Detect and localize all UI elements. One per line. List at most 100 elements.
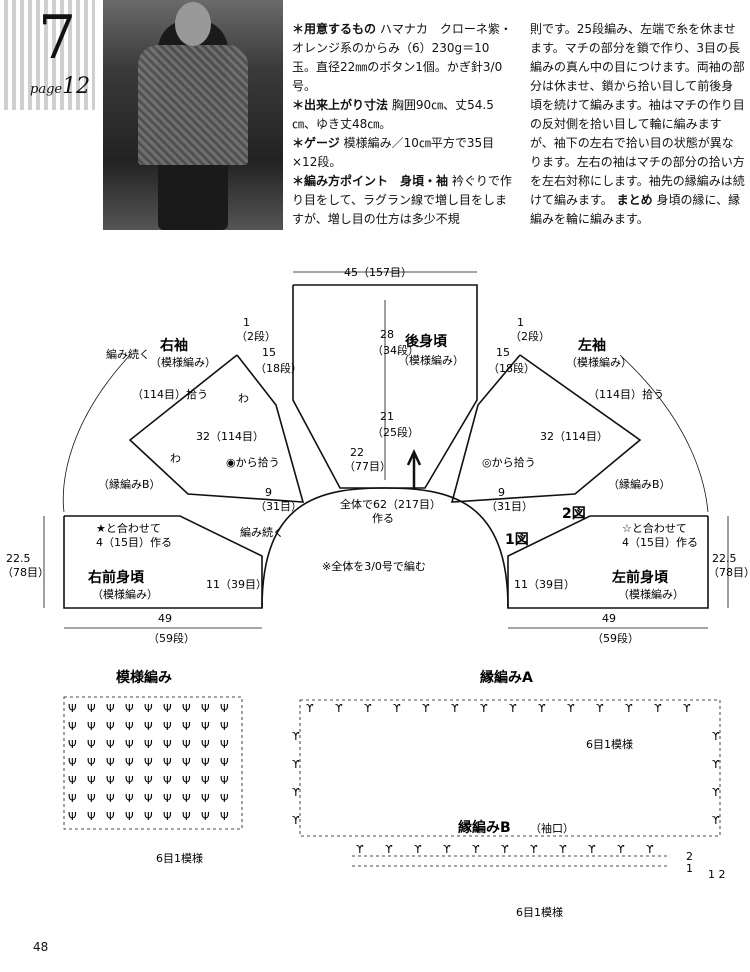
neckline-arc xyxy=(261,487,509,609)
edge-a-stitch: ϒ xyxy=(364,702,372,715)
pattern-stitch: Ψ xyxy=(106,774,115,787)
page-label: page xyxy=(30,82,63,97)
direction-arrow xyxy=(406,449,422,488)
pattern-stitch: Ψ xyxy=(125,774,134,787)
edge-a-stitch: ϒ xyxy=(292,786,300,799)
left-sleeve-sub: （模様編み） xyxy=(566,355,632,369)
edge-a-stitch: ϒ xyxy=(335,702,343,715)
pattern-stitch: Ψ xyxy=(87,810,96,823)
page-number: 48 xyxy=(33,940,49,954)
rs-top: 1 xyxy=(243,316,250,329)
hook-note: ※全体を3/0号で編む xyxy=(322,559,426,573)
edge-a-stitch: ϒ xyxy=(654,702,662,715)
instructions-col1: ＊用意するもの ハマナカ クローネ紫・オレンジ系のからみ（6）230g＝10玉。… xyxy=(292,20,512,229)
edge-b-stitch: ϒ xyxy=(472,843,480,856)
edge-b-chart xyxy=(352,855,668,867)
edge-a-stitch: ϒ xyxy=(509,702,517,715)
edge-a-stitch: ϒ xyxy=(567,702,575,715)
pattern-stitch: Ψ xyxy=(182,756,191,769)
pattern-stitch: Ψ xyxy=(68,738,77,751)
front-h-l: 22.5 xyxy=(712,552,737,565)
edge-b-stitch: ϒ xyxy=(588,843,596,856)
rs-wa: わ xyxy=(238,392,249,405)
left-front-title: 左前身頃 xyxy=(611,569,669,586)
pattern-stitch: Ψ xyxy=(68,702,77,715)
instructions-col2: 則です。25段編み、左端で糸を休ませます。マチの部分を鎖で作り、3目の長編みの真… xyxy=(530,20,745,229)
pattern-stitch: Ψ xyxy=(163,720,172,733)
pattern-stitch: Ψ xyxy=(106,738,115,751)
pattern-stitch: Ψ xyxy=(87,738,96,751)
right-front-outline xyxy=(63,515,263,609)
edge-b-stitch: ϒ xyxy=(617,843,625,856)
pattern-stitch: Ψ xyxy=(68,792,77,805)
pattern-stitch: Ψ xyxy=(87,702,96,715)
front-hb-r: （78目） xyxy=(2,566,49,579)
pattern-stitch: Ψ xyxy=(201,792,210,805)
pattern-chart-repeat: 6目1模様 xyxy=(156,851,203,865)
left-sleeve-outline xyxy=(450,354,642,503)
edge-b-title: 縁編みB xyxy=(458,819,511,836)
fig1-label: 1図 xyxy=(505,532,529,548)
right-sleeve-sub: （模様編み） xyxy=(150,355,216,369)
pattern-stitch: Ψ xyxy=(220,792,229,805)
materials-label: ＊用意するもの xyxy=(292,22,377,36)
materials-text: ハマナカ クローネ紫・オレンジ系のからみ（6）230g＝10玉。直径22㎜のボタ… xyxy=(292,22,512,93)
pattern-stitch: Ψ xyxy=(87,792,96,805)
pattern-stitch: Ψ xyxy=(106,756,115,769)
edge-a-stitch: ϒ xyxy=(451,702,459,715)
edge-b-stitch: ϒ xyxy=(646,843,654,856)
neck-label: 全体で62（217目） xyxy=(340,497,441,511)
pattern-stitch: Ψ xyxy=(182,774,191,787)
pattern-stitch: Ψ xyxy=(87,756,96,769)
rs-wa2: わ xyxy=(170,452,181,465)
size-label: ＊出来上がり寸法 xyxy=(292,98,389,112)
pattern-stitch: Ψ xyxy=(182,810,191,823)
back-len2: 21 xyxy=(380,410,394,423)
front-wb-r: （59段） xyxy=(148,631,195,645)
front-h-r: 22.5 xyxy=(6,552,31,565)
pattern-stitch: Ψ xyxy=(144,738,153,751)
pattern-stitch: Ψ xyxy=(163,792,172,805)
photo-cardigan xyxy=(138,45,248,165)
pattern-stitch: Ψ xyxy=(106,702,115,715)
edge-b-stitch: ϒ xyxy=(501,843,509,856)
points-text: 衿ぐりで作り目をして、ラグラン線で増し目をしますが、増し目の仕方は多少不規 xyxy=(292,174,512,226)
pattern-stitch: Ψ xyxy=(144,774,153,787)
pattern-stitch: Ψ xyxy=(201,738,210,751)
pattern-stitch: Ψ xyxy=(68,774,77,787)
front-wb-l: （59段） xyxy=(592,631,639,645)
pattern-stitch: Ψ xyxy=(220,774,229,787)
edge-a-stitch: ϒ xyxy=(292,814,300,827)
pattern-chart xyxy=(63,696,243,830)
ls-15b: （18段） xyxy=(488,361,535,375)
ls-top-b: （2段） xyxy=(510,329,550,343)
ls-raglan9b: （31目） xyxy=(486,500,533,513)
pattern-stitch: Ψ xyxy=(201,810,210,823)
rs-top-b: （2段） xyxy=(236,329,276,343)
pattern-stitch: Ψ xyxy=(163,810,172,823)
pattern-stitch: Ψ xyxy=(182,792,191,805)
ls-raglan9: 9 xyxy=(498,486,505,499)
back-len2b: （25段） xyxy=(372,425,419,439)
right-sleeve-outline xyxy=(128,354,305,503)
left-front-outline xyxy=(507,515,709,609)
pattern-stitch: Ψ xyxy=(125,756,134,769)
pattern-stitch: Ψ xyxy=(201,774,210,787)
edge-b-stitch: ϒ xyxy=(356,843,364,856)
neck-label-b: 作る xyxy=(372,512,394,525)
rs-pick-circle: ◉から拾う xyxy=(226,455,280,469)
gauge-label: ＊ゲージ xyxy=(292,136,340,150)
rs-len32: 32（114目） xyxy=(196,430,264,443)
pattern-stitch: Ψ xyxy=(201,756,210,769)
photo-head xyxy=(175,2,211,46)
pattern-stitch: Ψ xyxy=(125,792,134,805)
back-bottom-b: （77目） xyxy=(344,460,391,473)
pattern-stitch: Ψ xyxy=(106,810,115,823)
edge-a-stitch: ϒ xyxy=(712,786,720,799)
pattern-stitch: Ψ xyxy=(125,738,134,751)
pattern-stitch: Ψ xyxy=(182,738,191,751)
pattern-stitch: Ψ xyxy=(163,756,172,769)
pattern-stitch: Ψ xyxy=(87,720,96,733)
star-note-l: ☆と合わせて xyxy=(622,521,687,535)
size-text: 胸囲90㎝、丈54.5㎝、ゆき丈48㎝。 xyxy=(292,98,494,131)
